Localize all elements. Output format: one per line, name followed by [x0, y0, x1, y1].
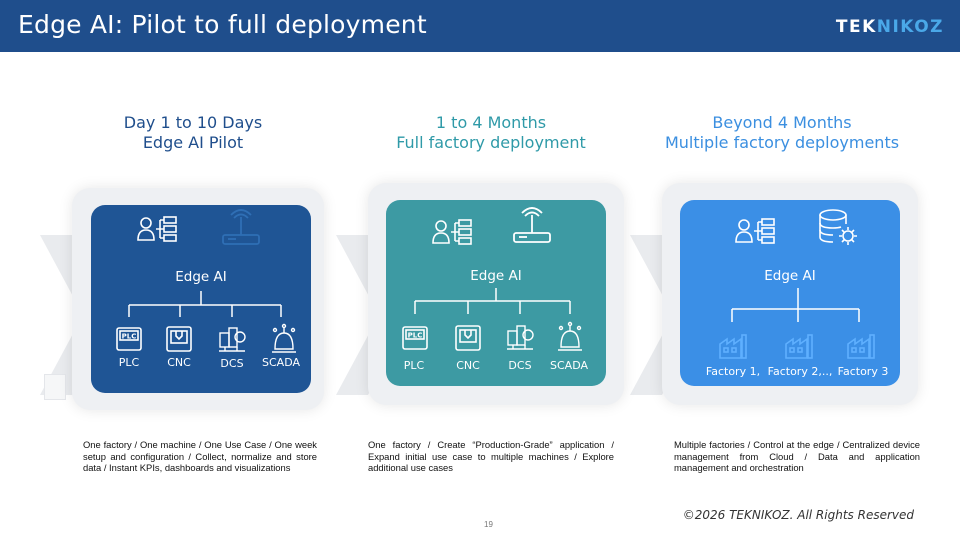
stage-1-heading: Day 1 to 10 Days Edge AI Pilot	[63, 113, 323, 153]
copyright-notice: ©2026 TEKNIKOZ. All Rights Reserved	[682, 508, 914, 522]
device-label-plc: PLC	[403, 359, 425, 372]
stage-3-card: Edge AI Factory 1, Factory 2,.., Factory…	[680, 200, 900, 386]
device-label-plc: PLC	[118, 356, 140, 369]
factory-icon	[785, 334, 813, 359]
stage-1-description: One factory / One machine / One Use Case…	[83, 439, 317, 474]
factory-label-3: Factory 3	[837, 365, 889, 378]
device-label-dcs: DCS	[220, 357, 244, 370]
svg-text:PLC: PLC	[122, 333, 137, 341]
stage-2-heading: 1 to 4 Months Full factory deployment	[361, 113, 621, 153]
svg-text:PLC: PLC	[408, 332, 423, 340]
stage-2-period: 1 to 4 Months	[435, 113, 547, 132]
dcs-icon	[219, 327, 246, 352]
stage-3-description: Multiple factories / Control at the edge…	[674, 439, 920, 474]
cnc-icon	[455, 325, 481, 351]
header-bar: Edge AI: Pilot to full deployment TEKNIK…	[0, 0, 960, 52]
device-label-scada: SCADA	[262, 356, 300, 369]
device-label-cnc: CNC	[167, 356, 191, 369]
teknikoz-logo: TEKNIKOZ	[836, 17, 944, 37]
logo-accent: NIKOZ	[876, 17, 944, 37]
factory-icon	[847, 334, 875, 359]
plc-icon: PLC	[402, 326, 428, 350]
stage-3-period: Beyond 4 Months	[712, 113, 852, 132]
database-gear-icon	[819, 209, 857, 245]
factory-label-1: Factory 1,	[705, 365, 761, 378]
stage-2-description: One factory / Create “Production-Grade” …	[368, 439, 614, 474]
user-network-icon	[137, 216, 177, 242]
stage-2-card: Edge AI PLC PLC CNC DCS SCADA	[386, 200, 606, 386]
router-icon	[222, 209, 260, 245]
page-number: 19	[484, 520, 493, 529]
logo-main: TEK	[835, 17, 877, 37]
stage-2-name: Full factory deployment	[396, 133, 586, 152]
device-label-cnc: CNC	[456, 359, 480, 372]
factory-icon	[719, 334, 747, 359]
stage-3-heading: Beyond 4 Months Multiple factory deploym…	[652, 113, 912, 153]
stage-2-hub-label: Edge AI	[470, 268, 522, 284]
stage-3-name: Multiple factory deployments	[664, 133, 900, 152]
user-network-icon	[735, 218, 775, 244]
router-icon	[513, 207, 551, 243]
connection-lines	[731, 288, 860, 322]
user-network-icon	[432, 219, 472, 245]
scada-icon	[558, 321, 582, 351]
factory-label-2: Factory 2,..,	[767, 365, 833, 378]
plc-icon: PLC	[116, 327, 142, 351]
device-label-scada: SCADA	[550, 359, 588, 372]
connection-lines	[414, 288, 571, 314]
stage-1-card: Edge AI PLC PLC CNC DCS SCADA	[91, 205, 311, 393]
stage-1-name: Edge AI Pilot	[142, 133, 244, 152]
dcs-icon	[507, 325, 534, 350]
stage-3-hub-label: Edge AI	[764, 268, 816, 284]
connection-lines	[128, 291, 282, 317]
page-title: Edge AI: Pilot to full deployment	[18, 10, 427, 39]
device-label-dcs: DCS	[508, 359, 532, 372]
stage-1-period: Day 1 to 10 Days	[123, 113, 263, 132]
cnc-icon	[166, 326, 192, 352]
stage-1-hub-label: Edge AI	[175, 269, 227, 285]
faded-document-icon	[44, 374, 66, 400]
scada-icon	[272, 323, 296, 353]
